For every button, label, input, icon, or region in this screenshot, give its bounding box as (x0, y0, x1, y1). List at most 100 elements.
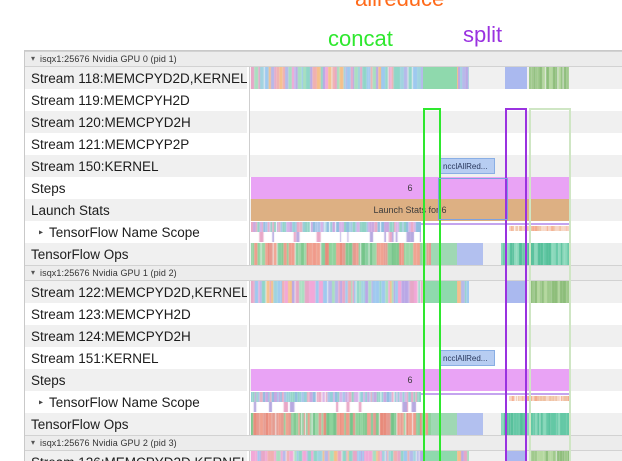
track-lane-steps[interactable]: 6 (251, 369, 622, 391)
track-row[interactable]: Stream 119:MEMCPYH2D (25, 89, 622, 111)
nccl-chip-label: ncclAllRed... (443, 161, 488, 171)
track-row[interactable]: Stream 123:MEMCPYH2D (25, 303, 622, 325)
track-label-text: Steps (31, 372, 66, 388)
track-label-stream[interactable]: Steps (31, 369, 247, 391)
nccl-allreduce-chip[interactable]: ncclAllRed... (439, 158, 495, 174)
track-row[interactable]: Stream 122:MEMCPYD2D,KERNEL,MI (25, 281, 622, 303)
track-label-text: Stream 120:MEMCPYD2H (31, 114, 191, 130)
track-row[interactable]: Stream 124:MEMCPYD2H (25, 325, 622, 347)
track-label-text: Stream 119:MEMCPYH2D (31, 92, 190, 108)
track-label-stream[interactable]: Stream 123:MEMCPYH2D (31, 303, 247, 325)
track-row[interactable]: ▸ TensorFlow Name Scope (25, 221, 622, 243)
label-timeline-divider (247, 89, 250, 111)
track-label-namescope[interactable]: ▸ TensorFlow Name Scope (31, 221, 247, 243)
track-lane-ops[interactable] (251, 413, 622, 435)
launch-stats-bar[interactable]: Launch Stats for 6 (251, 199, 569, 221)
track-label-stream[interactable]: Steps (31, 177, 247, 199)
label-timeline-divider (247, 347, 250, 369)
steps-bar-label: 6 (407, 375, 413, 385)
track-lane-nccl[interactable]: ncclAllRed... (251, 347, 622, 369)
label-timeline-divider (247, 199, 250, 221)
track-label-stream[interactable]: Stream 120:MEMCPYD2H (31, 111, 247, 133)
group-header-gpu2[interactable]: ▾ isqx1:25676 Nvidia GPU 2 (pid 3) (25, 435, 622, 451)
chevron-down-icon[interactable]: ▾ (31, 438, 36, 447)
track-lane-launch[interactable]: Launch Stats for 6 (251, 199, 622, 221)
label-timeline-divider (247, 369, 250, 391)
track-lane-empty[interactable] (251, 325, 622, 347)
chevron-right-icon[interactable]: ▸ (39, 397, 44, 407)
track-label-namescope[interactable]: ▸ TensorFlow Name Scope (31, 391, 247, 413)
track-row[interactable]: Stream 121:MEMCPYP2P (25, 133, 622, 155)
trace-timeline-viewer[interactable]: ▾ isqx1:25676 Nvidia GPU 0 (pid 1) Stream … (24, 50, 622, 461)
group-header-label: isqx1:25676 Nvidia GPU 2 (pid 3) (40, 438, 177, 448)
track-label-stream[interactable]: Stream 121:MEMCPYP2P (31, 133, 247, 155)
track-label-stream[interactable]: Stream 126:MEMCPYD2D,KERNEL,MI (31, 451, 247, 461)
group-header-gpu1[interactable]: ▾ isqx1:25676 Nvidia GPU 1 (pid 2) (25, 265, 622, 281)
label-timeline-divider (247, 111, 250, 133)
track-lane-empty[interactable] (251, 89, 622, 111)
label-timeline-divider (247, 413, 250, 435)
track-lane-stream-dense[interactable] (251, 281, 622, 303)
track-label-stream[interactable]: Stream 124:MEMCPYD2H (31, 325, 247, 347)
track-label-text: Launch Stats (31, 202, 110, 218)
track-label-stream[interactable]: Stream 151:KERNEL (31, 347, 247, 369)
annotation-label-allreduce: allreduce (355, 0, 444, 12)
launch-stats-bar-label: Launch Stats for 6 (373, 205, 447, 215)
track-label-stream[interactable]: Stream 118:MEMCPYD2D,KERNEL,ME (31, 67, 247, 89)
group-header-label: isqx1:25676 Nvidia GPU 0 (pid 1) (40, 54, 177, 64)
track-lane-steps[interactable]: 6 (251, 177, 622, 199)
track-row[interactable]: Stream 120:MEMCPYD2H (25, 111, 622, 133)
track-row[interactable]: Stream 151:KERNEL ncclAllRed... (25, 347, 622, 369)
chevron-down-icon[interactable]: ▾ (31, 268, 36, 277)
track-lane-ops[interactable] (251, 243, 622, 265)
track-row[interactable]: ▸ TensorFlow Name Scope (25, 391, 622, 413)
label-timeline-divider (247, 221, 250, 243)
label-timeline-divider (247, 177, 250, 199)
track-lane-namescope[interactable] (251, 391, 622, 413)
annotation-label-concat: concat (328, 26, 393, 51)
group-header-gpu0[interactable]: ▾ isqx1:25676 Nvidia GPU 0 (pid 1) (25, 51, 622, 67)
track-label-stream[interactable]: TensorFlow Ops (31, 243, 247, 265)
track-label-text: Stream 122:MEMCPYD2D,KERNEL,MI (31, 284, 247, 300)
track-label-text: TensorFlow Ops (31, 416, 129, 432)
track-label-text: Stream 121:MEMCPYP2P (31, 136, 190, 152)
steps-bar[interactable]: 6 (251, 369, 569, 391)
track-lane-stream-dense[interactable] (251, 451, 622, 461)
track-label-text: Stream 123:MEMCPYH2D (31, 306, 191, 322)
track-lane-empty[interactable] (251, 303, 622, 325)
track-lane-nccl[interactable]: ncclAllRed... (251, 155, 622, 177)
track-label-text: Stream 118:MEMCPYD2D,KERNEL,ME (31, 70, 247, 86)
group-header-label: isqx1:25676 Nvidia GPU 1 (pid 2) (40, 268, 177, 278)
track-row[interactable]: Launch Stats Launch Stats for 6 (25, 199, 622, 221)
track-row[interactable]: Steps 6 (25, 177, 622, 199)
track-label-text: Stream 151:KERNEL (31, 350, 159, 366)
track-row[interactable]: TensorFlow Ops (25, 413, 622, 435)
chevron-down-icon[interactable]: ▾ (31, 54, 36, 63)
track-label-text: TensorFlow Name Scope (49, 394, 200, 410)
track-row[interactable]: Stream 150:KERNEL ncclAllRed... (25, 155, 622, 177)
track-row[interactable]: TensorFlow Ops (25, 243, 622, 265)
track-label-text: TensorFlow Name Scope (49, 224, 200, 240)
track-lane-stream-dense[interactable] (251, 67, 622, 89)
label-timeline-divider (247, 325, 250, 347)
steps-bar[interactable]: 6 (251, 177, 569, 199)
track-lane-empty[interactable] (251, 111, 622, 133)
label-timeline-divider (247, 155, 250, 177)
track-row[interactable]: Stream 126:MEMCPYD2D,KERNEL,MI (25, 451, 622, 461)
nccl-allreduce-chip[interactable]: ncclAllRed... (439, 350, 495, 366)
track-label-stream[interactable]: Stream 122:MEMCPYD2D,KERNEL,MI (31, 281, 247, 303)
track-label-text: Stream 150:KERNEL (31, 158, 159, 174)
track-label-stream[interactable]: Stream 150:KERNEL (31, 155, 247, 177)
label-timeline-divider (247, 243, 250, 265)
track-label-stream[interactable]: Stream 119:MEMCPYH2D (31, 89, 247, 111)
chevron-right-icon[interactable]: ▸ (39, 227, 44, 237)
track-label-stream[interactable]: TensorFlow Ops (31, 413, 247, 435)
steps-bar-label: 6 (407, 183, 413, 193)
track-lane-empty[interactable] (251, 133, 622, 155)
track-label-text: TensorFlow Ops (31, 246, 129, 262)
track-row[interactable]: Stream 118:MEMCPYD2D,KERNEL,ME (25, 67, 622, 89)
track-lane-namescope[interactable] (251, 221, 622, 243)
track-label-stream[interactable]: Launch Stats (31, 199, 247, 221)
track-row[interactable]: Steps 6 (25, 369, 622, 391)
